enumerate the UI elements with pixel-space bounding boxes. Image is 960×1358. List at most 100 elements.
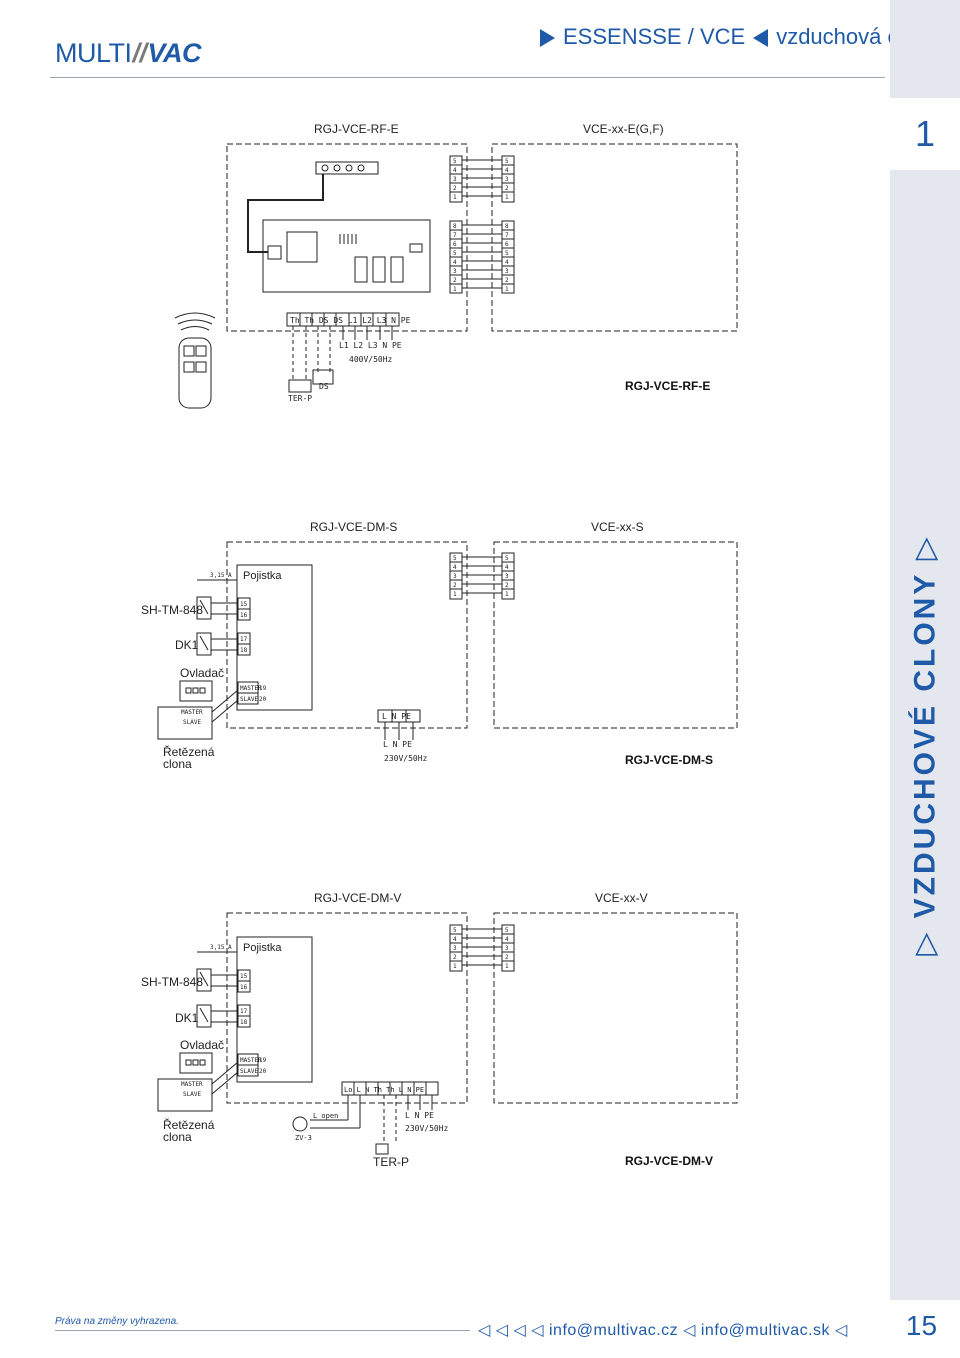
- d2-term-strip-right: [501, 552, 515, 600]
- d3-slave-pin: SLAVE: [240, 1068, 258, 1075]
- terminal-number: 4: [505, 167, 509, 174]
- d2-right-unit-label: VCE-xx-S: [591, 520, 644, 534]
- d1-term-links-bottom: [462, 224, 502, 289]
- terminal-number: 1: [505, 963, 509, 970]
- terminal-number: 1: [453, 194, 457, 201]
- d3-chain-master: MASTER: [181, 1081, 203, 1088]
- d3-left-unit-label: RGJ-VCE-DM-V: [314, 891, 402, 905]
- d3-left-unit-box: [226, 912, 468, 1104]
- terminal-number: 2: [505, 277, 509, 284]
- d3-sh-switch-icon: [196, 968, 238, 992]
- multivac-logo: MULTI//VAC: [55, 38, 202, 69]
- terminal-number: 3: [453, 268, 457, 275]
- terminal-number: 4: [453, 167, 457, 174]
- d2-ovladac-icon: [179, 680, 213, 702]
- d1-receiver: [315, 161, 379, 175]
- d3-dk-switch-icon: [196, 1004, 238, 1028]
- d2-slave-pin: SLAVE: [240, 696, 258, 703]
- d3-chain-label-1: Řetězená: [163, 1118, 215, 1132]
- vertical-title-text: VZDUCHOVÉ CLONY: [908, 571, 942, 919]
- d3-valve-wires: [310, 1095, 433, 1129]
- d3-ovladac-icon: [179, 1052, 213, 1074]
- logo-vac: VAC: [147, 38, 202, 68]
- vertical-title-box: ▷ VZDUCHOVÉ CLONY ▷: [895, 490, 955, 1000]
- pin-number: 19: [259, 685, 267, 692]
- pin-number: 20: [259, 696, 267, 703]
- terminal-number: 7: [505, 232, 509, 239]
- d3-ovladac-label: Ovladač: [180, 1038, 225, 1052]
- pin-number: 18: [240, 1019, 248, 1026]
- d1-term-strip-right-top: [501, 155, 515, 203]
- d1-right-unit-label: VCE-xx-E(G,F): [583, 122, 664, 136]
- d2-supply: 230V/50Hz: [384, 754, 428, 763]
- d2-ovladac-label: Ovladač: [180, 666, 225, 680]
- terminal-number: 2: [453, 582, 457, 589]
- terminal-number: 5: [453, 555, 457, 562]
- pin-number: 17: [240, 636, 248, 643]
- d3-term-links: [462, 928, 502, 966]
- terminal-number: 6: [505, 241, 509, 248]
- d2-right-unit-box: [493, 541, 738, 729]
- d2-chain-label-1: Řetězená: [163, 745, 215, 759]
- triangle-right-icon: [540, 29, 555, 48]
- d1-receiver-dot: [333, 164, 341, 172]
- d1-power-wires: [342, 326, 393, 340]
- outline-triangle-left-icon: ◁ ◁ ◁ ◁: [478, 1322, 549, 1339]
- terminal-number: 2: [453, 277, 457, 284]
- d2-left-unit-box: [226, 541, 468, 729]
- d1-caption: RGJ-VCE-RF-E: [625, 379, 711, 393]
- d1-board-connector: [267, 245, 282, 260]
- d1-right-unit-box: [491, 143, 738, 332]
- d1-term-strip-right-bottom: [501, 220, 515, 294]
- d3-dk-label: DK1: [175, 1011, 199, 1025]
- terminal-number: 4: [453, 564, 457, 571]
- d3-supply: 230V/50Hz: [405, 1124, 449, 1133]
- pin-number: 18: [240, 647, 248, 654]
- section-number: 1: [890, 98, 960, 170]
- terminal-number: 1: [505, 286, 509, 293]
- d2-dk-label: DK1: [175, 638, 199, 652]
- terminal-number: 5: [453, 250, 457, 257]
- d2-power-terms: L N PE: [383, 740, 412, 749]
- d3-pin-blocks: [237, 969, 259, 1077]
- d3-fuse-label: Pojistka: [243, 942, 282, 954]
- terminal-number: 3: [505, 176, 509, 183]
- d2-chain-label-2: clona: [163, 757, 192, 771]
- d1-receiver-dot: [345, 164, 353, 172]
- terminal-number: 4: [505, 936, 509, 943]
- d2-term-links: [462, 556, 502, 594]
- d1-left-unit-label: RGJ-VCE-RF-E: [314, 122, 399, 136]
- d3-ter-wires: [383, 1095, 397, 1144]
- terminal-number: 4: [505, 259, 509, 266]
- d2-chain-box: [157, 689, 239, 740]
- d1-supply: 400V/50Hz: [349, 355, 393, 364]
- terminal-number: 5: [505, 555, 509, 562]
- pin-number: 15: [240, 973, 248, 980]
- outline-triangle-right-icon: ▷: [908, 534, 942, 572]
- d3-valve-label: ZV-3: [295, 1134, 312, 1142]
- d3-term-strip-right: [501, 924, 515, 972]
- email-sk[interactable]: info@multivac.sk: [700, 1322, 831, 1339]
- terminal-number: 7: [453, 232, 457, 239]
- d3-right-unit-label: VCE-xx-V: [595, 891, 648, 905]
- terminal-number: 5: [453, 927, 457, 934]
- d2-dk-switch-icon: [196, 632, 238, 656]
- d1-board-chip: [286, 231, 318, 263]
- d2-term-strip-left: [449, 552, 463, 600]
- d2-terminal-labels: L N PE: [382, 712, 411, 721]
- terminal-number: 6: [453, 241, 457, 248]
- terminal-number: 2: [453, 185, 457, 192]
- d3-fuse-rating: 3,15 A: [210, 944, 232, 951]
- d3-terminal-dividers: [353, 1082, 427, 1095]
- terminal-number: 3: [453, 945, 457, 952]
- email-cz[interactable]: info@multivac.cz: [549, 1322, 679, 1339]
- pin-number: 16: [240, 984, 248, 991]
- vertical-title: ▷ VZDUCHOVÉ CLONY ▷: [908, 534, 943, 956]
- terminal-number: 1: [505, 591, 509, 598]
- outline-triangle-left-icon: ▷: [908, 918, 942, 956]
- terminal-number: 8: [453, 223, 457, 230]
- product-name: ESSENSSE / VCE: [563, 24, 746, 49]
- d1-board-cap: [409, 243, 423, 253]
- d2-chain-master: MASTER: [181, 709, 203, 716]
- d2-left-unit-label: RGJ-VCE-DM-S: [310, 520, 398, 534]
